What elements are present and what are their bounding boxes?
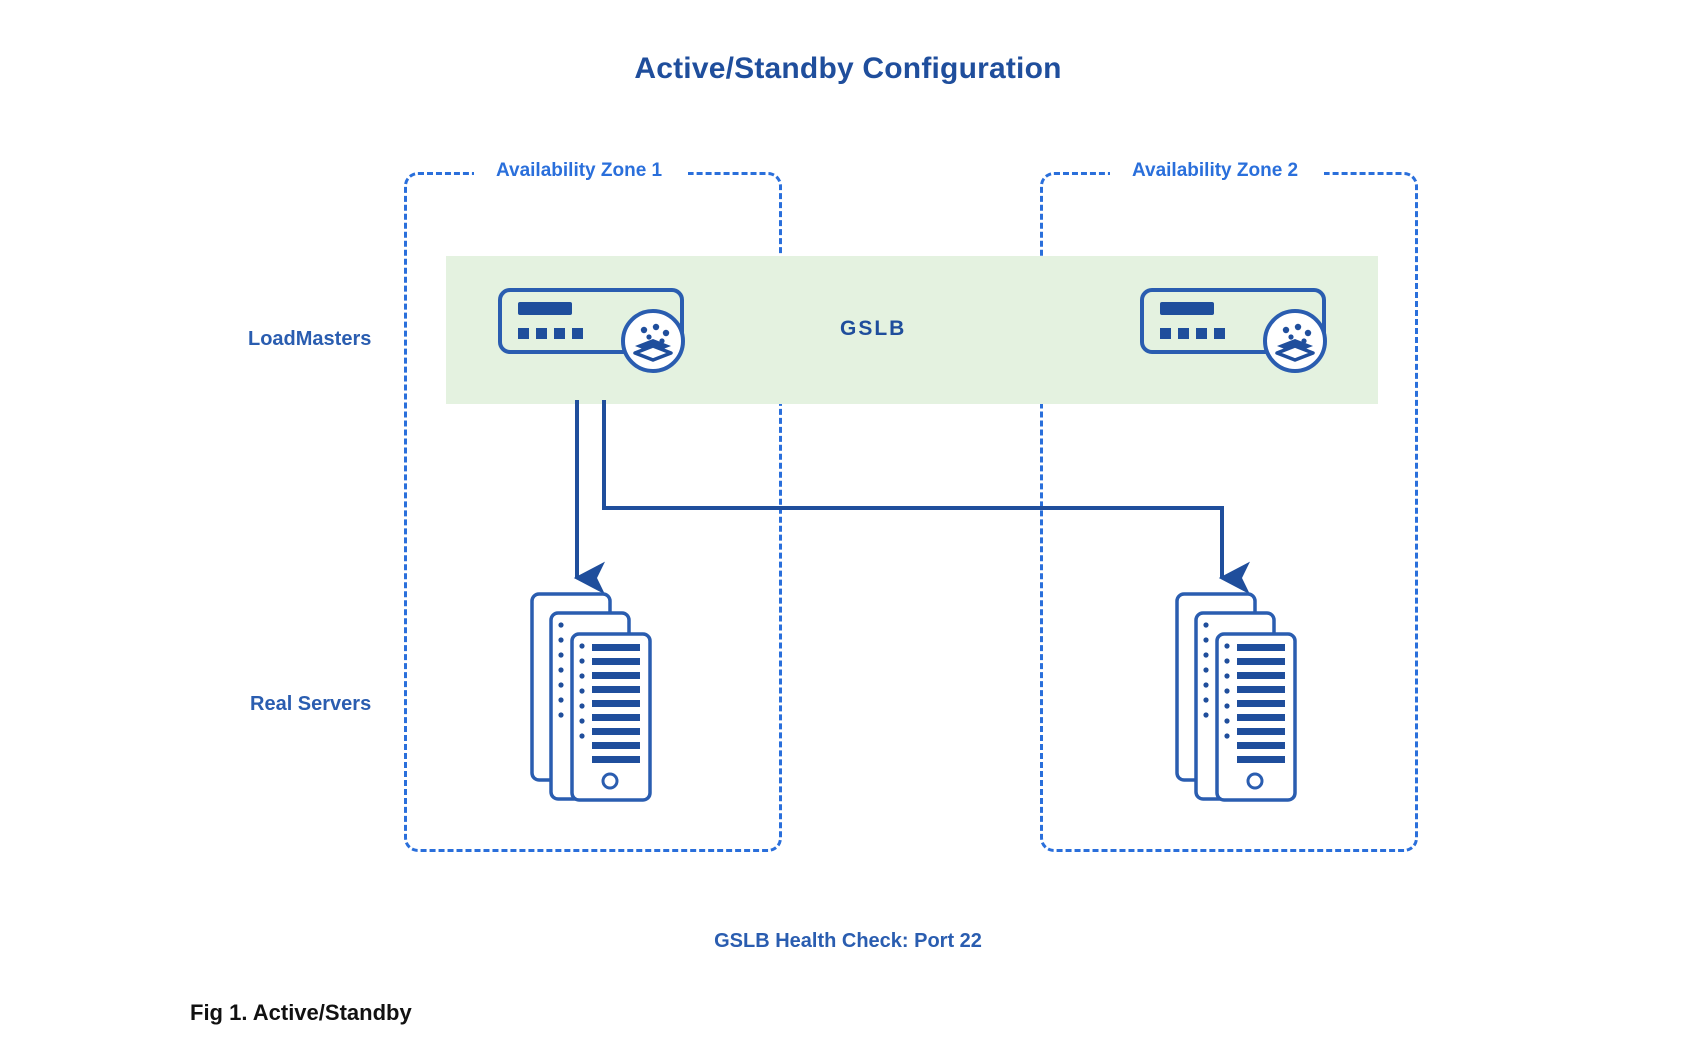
gslb-health-check-note: GSLB Health Check: Port 22: [714, 930, 982, 952]
row-label-real-servers: Real Servers: [250, 693, 372, 715]
appliance-led-row: [518, 328, 583, 339]
gslb-label: GSLB: [840, 317, 907, 340]
layers-stack-icon: [1262, 308, 1328, 374]
availability-zone-1-label: Availability Zone 1: [486, 161, 673, 180]
appliance-display-bar: [518, 302, 572, 315]
loadmaster-appliance-zone-2[interactable]: [1140, 288, 1327, 373]
real-server-stack-zone-2[interactable]: [1175, 592, 1315, 807]
loadmaster-appliance-zone-1[interactable]: [498, 288, 685, 373]
appliance-chassis: [498, 288, 684, 354]
appliance-chassis: [1140, 288, 1326, 354]
page-title: Active/Standby Configuration: [634, 52, 1062, 85]
appliance-led-row: [1160, 328, 1225, 339]
figure-caption: Fig 1. Active/Standby: [190, 1000, 412, 1025]
row-label-loadmasters: LoadMasters: [248, 328, 372, 350]
availability-zone-2-label: Availability Zone 2: [1122, 161, 1309, 180]
layers-stack-icon: [620, 308, 686, 374]
real-server-stack-zone-1[interactable]: [530, 592, 670, 807]
appliance-display-bar: [1160, 302, 1214, 315]
